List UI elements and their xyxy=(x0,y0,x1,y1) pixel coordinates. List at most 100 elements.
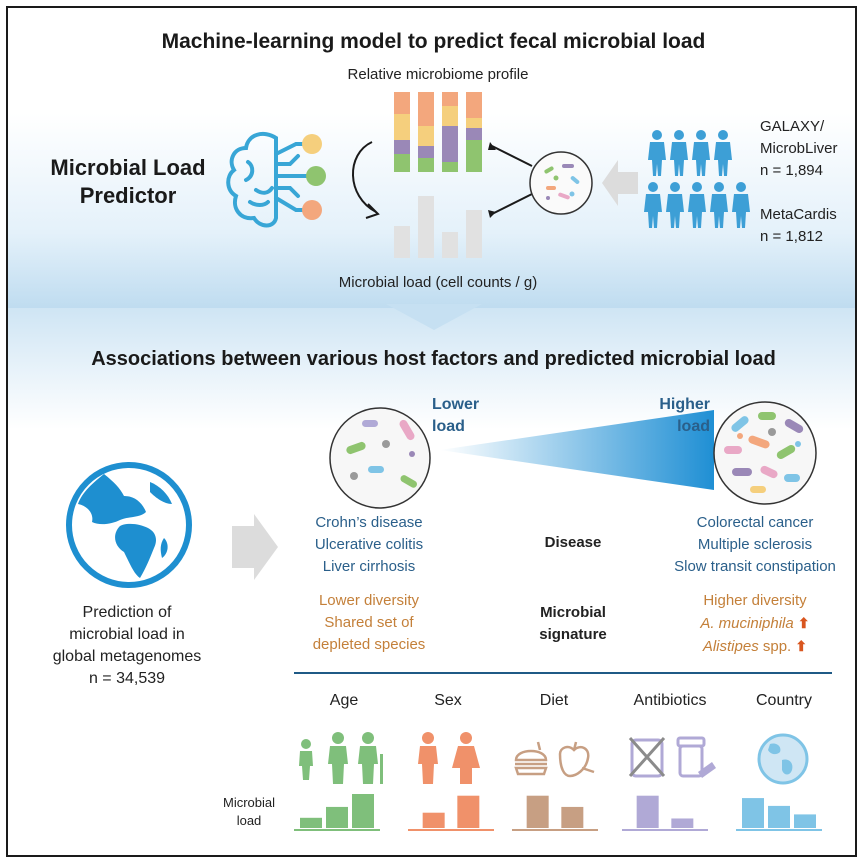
cohort-metacardis-name: MetaCardis xyxy=(760,206,837,223)
lower-disease-3: Liver cirrhosis xyxy=(322,558,416,575)
higher-load-circle xyxy=(713,401,817,505)
cohort-galaxy: GALAXY/ MicrobLiver n = 1,894 xyxy=(760,116,838,182)
divider-pointer-icon xyxy=(386,304,482,330)
factor-bar-age-3 xyxy=(352,794,374,828)
orange-node xyxy=(302,200,322,220)
stacked-bar-4 xyxy=(466,92,482,172)
lower-load-label: Lower load xyxy=(432,394,479,438)
sample-arrows xyxy=(488,142,533,218)
lower-load-line-2: load xyxy=(432,418,465,435)
up-arrow-icon: ⬆ xyxy=(797,615,810,631)
higher-diseases: Colorectal cancer Multiple sclerosis Slo… xyxy=(660,512,850,578)
factor-label-sex: Sex xyxy=(434,692,462,709)
higher-load-label: Higher load xyxy=(648,394,710,438)
factor-bar-antibiotics-2 xyxy=(671,818,694,828)
relative-profile-bars xyxy=(394,92,482,172)
lower-disease-1: Crohn’s disease xyxy=(315,514,423,531)
factor-bar-sex-1 xyxy=(422,812,445,828)
curved-arrow-icon xyxy=(352,141,380,219)
factor-label-antibiotics: Antibiotics xyxy=(633,692,707,709)
antibiotics-icon xyxy=(628,736,716,778)
higher-signature-3: Alistipes spp. ⬆ xyxy=(680,635,830,658)
cohort-metacardis-n: n = 1,812 xyxy=(760,228,823,245)
factor-label-diet: Diet xyxy=(539,692,569,709)
lower-disease-2: Ulcerative colitis xyxy=(314,536,424,553)
factor-label-age: Age xyxy=(329,692,359,709)
signature-label-2: signature xyxy=(539,626,607,643)
factor-bar-sex-2 xyxy=(457,795,480,828)
factor-baseline-antibiotics xyxy=(622,829,708,831)
higher-load-line-2: load xyxy=(677,418,710,435)
country-globe-icon xyxy=(757,733,809,785)
top-title: Machine-learning model to predict fecal … xyxy=(161,30,706,53)
brain-network-icon xyxy=(226,131,326,228)
cohort-galaxy-name-1: GALAXY/ xyxy=(760,118,825,135)
factor-baseline-country xyxy=(736,829,822,831)
predictor-line-1: Microbial Load xyxy=(50,155,206,180)
lower-signature-1: Lower diversity xyxy=(318,592,420,609)
signature-label-1: Microbial xyxy=(540,604,606,621)
factor-bar-country-3 xyxy=(794,814,816,828)
cohort-galaxy-name-2: MicrobLiver xyxy=(760,140,838,157)
relative-profile-label: Relative microbiome profile xyxy=(347,66,529,83)
factor-bar-age-1 xyxy=(300,817,322,828)
lower-load-line-1: Lower xyxy=(432,396,480,413)
factor-label-country: Country xyxy=(755,692,813,709)
factor-bar-country-2 xyxy=(768,805,790,828)
cohort-galaxy-n: n = 1,894 xyxy=(760,162,823,179)
age-people-icon xyxy=(299,732,383,784)
diet-food-icon xyxy=(514,741,595,778)
factor-bar-country-1 xyxy=(742,798,764,828)
factor-baseline-sex xyxy=(408,829,494,831)
factor-baseline-diet xyxy=(512,829,598,831)
prediction-line-2: microbial load in xyxy=(69,626,185,643)
load-bar-1 xyxy=(394,226,410,258)
load-bar-4 xyxy=(466,210,482,258)
higher-disease-1: Colorectal cancer xyxy=(696,514,814,531)
yellow-node xyxy=(302,134,322,154)
stacked-bar-2 xyxy=(418,92,434,172)
factor-axis-line-1: Microbial xyxy=(222,795,275,810)
factor-baseline-age xyxy=(294,829,380,831)
stacked-bar-3 xyxy=(442,92,458,172)
factor-axis-line-2: load xyxy=(236,813,262,828)
bottom-title: Associations between various host factor… xyxy=(91,348,776,370)
absolute-load-bars xyxy=(394,196,482,258)
factor-axis-label: Microbial load xyxy=(204,794,294,830)
prediction-line-3: global metagenomes xyxy=(52,648,202,665)
load-gradient-wedge xyxy=(440,410,714,490)
disease-label: Disease xyxy=(544,534,602,551)
load-bar-2 xyxy=(418,196,434,258)
lower-diseases: Crohn’s disease Ulcerative colitis Liver… xyxy=(294,512,444,578)
lower-signature-3: depleted species xyxy=(312,636,426,653)
predictor-label: Microbial Load Predictor xyxy=(28,154,228,210)
lower-load-circle xyxy=(329,407,431,509)
section-divider xyxy=(294,672,832,674)
higher-disease-3: Slow transit constipation xyxy=(674,558,836,575)
up-arrow-icon: ⬆ xyxy=(795,638,808,654)
globe-icon xyxy=(66,462,192,588)
higher-signature: Higher diversity A. muciniphila ⬆ Alisti… xyxy=(680,590,830,658)
sex-people-icon xyxy=(418,732,480,784)
sample-microbes-circle xyxy=(529,151,593,215)
alistipes-name: Alistipes xyxy=(702,638,759,655)
factor-bar-diet-1 xyxy=(526,795,549,828)
green-node xyxy=(306,166,326,186)
factor-bar-age-2 xyxy=(326,806,348,828)
lower-signature: Lower diversity Shared set of depleted s… xyxy=(294,590,444,656)
lower-signature-2: Shared set of xyxy=(324,614,414,631)
higher-signature-2: A. muciniphila ⬆ xyxy=(680,612,830,635)
factor-bar-antibiotics-1 xyxy=(636,795,659,828)
alistipes-suffix: spp. xyxy=(758,638,792,655)
microbial-load-label: Microbial load (cell counts / g) xyxy=(338,274,538,291)
prediction-line-1: Prediction of xyxy=(82,604,172,621)
predictor-line-2: Predictor xyxy=(79,183,177,208)
prediction-text: Prediction of microbial load in global m… xyxy=(22,602,232,690)
prediction-line-4: n = 34,539 xyxy=(88,670,166,687)
higher-signature-1: Higher diversity xyxy=(703,592,807,609)
factor-bar-diet-2 xyxy=(561,806,584,828)
grey-chevron-icon xyxy=(232,514,278,580)
cohort-people-icon xyxy=(644,130,750,228)
factor-bar-charts xyxy=(294,794,822,831)
load-bar-3 xyxy=(442,232,458,258)
